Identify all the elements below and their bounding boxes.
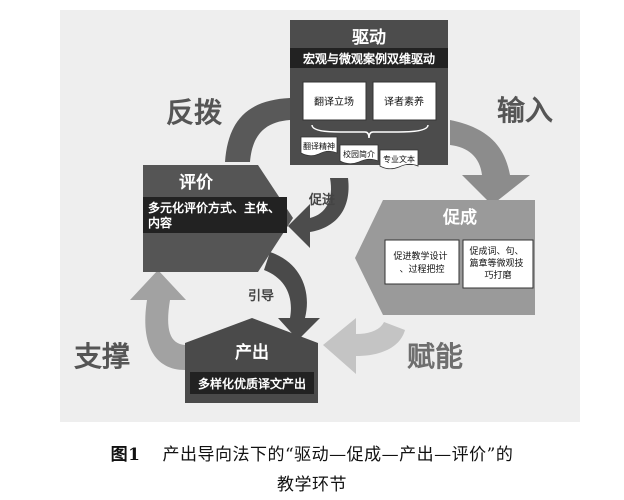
arrow-guide <box>264 252 320 340</box>
drive-brace <box>311 124 429 139</box>
svg-text:翻译精神: 翻译精神 <box>303 141 335 151</box>
drive-doc-campus: 校园简介 <box>339 144 379 165</box>
label-guide: 引导 <box>248 289 274 304</box>
svg-text:专业文本: 专业文本 <box>383 154 415 164</box>
svg-text:校园简介: 校园简介 <box>343 149 375 159</box>
arrow-input <box>450 120 530 205</box>
drive-title: 驱动 <box>352 28 386 48</box>
label-support: 支撑 <box>74 340 130 373</box>
figure-label: 图1 <box>110 445 141 465</box>
label-promote: 促进 <box>308 192 335 208</box>
drive-box-literacy-label: 译者素养 <box>384 95 424 108</box>
drive-doc-professional: 专业文本 <box>379 149 419 170</box>
output-banner-bg <box>190 372 314 394</box>
drive-banner: 宏观与微观案例双维驱动 <box>303 51 435 66</box>
facilitate-box-skills <box>462 239 534 289</box>
arrow-empower <box>323 318 405 374</box>
label-empower: 赋能 <box>407 340 463 373</box>
arrow-support <box>130 270 186 370</box>
evaluate-title: 评价 <box>179 173 214 193</box>
figure-caption-line1: 图1 产出导向法下的“驱动—促成—产出—评价”的 <box>0 440 624 465</box>
drive-doc-spirit: 翻译精神 <box>300 136 338 157</box>
arrow-promote <box>288 178 349 248</box>
facilitate-box-design <box>384 239 460 285</box>
drive-box-literacy <box>372 81 437 121</box>
facilitate-title: 促成 <box>442 207 477 228</box>
facilitate-box-skills-label: 促成词、句、 篇章等微观技 巧打磨 <box>470 245 527 281</box>
drive-box-stance-label: 翻译立场 <box>314 95 354 108</box>
label-feedback: 反拨 <box>166 96 223 129</box>
drive-box-stance <box>302 81 367 121</box>
output-title: 产出 <box>235 342 269 363</box>
figure-caption-line2: 教学环节 <box>277 475 347 495</box>
output-banner: 多样化优质译文产出 <box>198 376 306 391</box>
figure-caption-text: 产出导向法下的“驱动—促成—产出—评价”的 <box>162 445 514 465</box>
evaluate-banner-bg <box>143 197 287 233</box>
drive-banner-bg <box>290 48 448 68</box>
facilitate-box-design-label: 促进教学设计 、过程把控 <box>394 250 451 275</box>
evaluate-banner: 多元化评价方式、主体、 内容 <box>148 200 284 230</box>
label-input: 输入 <box>497 94 553 127</box>
